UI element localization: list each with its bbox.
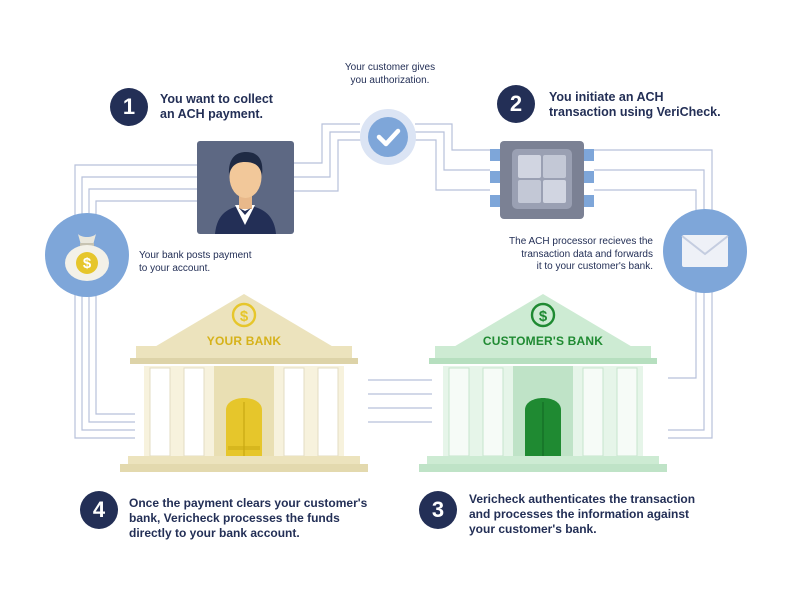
step-1-badge: 1: [110, 88, 148, 126]
step-3-badge: 3: [419, 491, 457, 529]
step-4-line3: directly to your bank account.: [129, 526, 300, 540]
step-4-badge: 4: [80, 491, 118, 529]
step-2-number: 2: [509, 91, 523, 116]
money-bag-symbol: $: [83, 255, 92, 272]
step-4-number: 4: [92, 497, 106, 522]
step-4-text: Once the payment clears your customer's …: [129, 496, 409, 541]
money-bag-icon: $: [45, 213, 129, 297]
step-2-line2: transaction using VeriCheck.: [549, 105, 721, 119]
step-4-line2: bank, Vericheck processes the funds: [129, 511, 340, 525]
businessman-avatar-icon: [197, 141, 294, 234]
step-3-line3: your customer's bank.: [469, 522, 597, 536]
customer-bank-label: CUSTOMER'S BANK: [482, 334, 604, 348]
step-1-number: 1: [122, 94, 136, 119]
posts-payment-note: Your bank posts payment to your account.: [139, 250, 289, 275]
envelope-icon: [663, 209, 747, 293]
your-bank-building-icon: $: [120, 294, 368, 472]
processor-line3: it to your customer's bank.: [536, 261, 653, 272]
posts-payment-line1: Your bank posts payment: [139, 250, 252, 261]
authorization-line2: you authorization.: [350, 74, 430, 86]
step-3-number: 3: [431, 497, 445, 522]
step-1-line1: You want to collect: [160, 92, 273, 106]
customer-bank-symbol: $: [539, 308, 548, 325]
processor-note: The ACH processor recieves the transacti…: [478, 236, 653, 274]
step-3-line1: Vericheck authenticates the transaction: [469, 492, 696, 506]
step-2-line1: You initiate an ACH: [549, 90, 664, 104]
processor-line2: transaction data and forwards: [521, 248, 653, 260]
posts-payment-line2: to your account.: [139, 262, 211, 274]
customer-bank-building-icon: $: [419, 294, 667, 472]
authorization-text: Your customer gives you authorization.: [335, 62, 445, 87]
step-4-line1: Once the payment clears your customer's: [129, 496, 368, 510]
step-2-text: You initiate an ACH transaction using Ve…: [549, 90, 759, 120]
your-bank-symbol: $: [240, 308, 249, 325]
step-3-text: Vericheck authenticates the transaction …: [469, 492, 769, 537]
step-2-badge: 2: [497, 85, 535, 123]
your-bank-label: YOUR BANK: [206, 334, 282, 348]
ach-processor-chip-icon: [490, 141, 594, 219]
step-3-line2: and processes the information against: [469, 507, 690, 521]
processor-line1: The ACH processor recieves the: [509, 236, 653, 247]
step-1-text: You want to collect an ACH payment.: [160, 92, 310, 122]
authorization-line1: Your customer gives: [344, 62, 436, 73]
checkmark-circle-icon: [360, 109, 416, 165]
step-1-line2: an ACH payment.: [160, 107, 264, 121]
